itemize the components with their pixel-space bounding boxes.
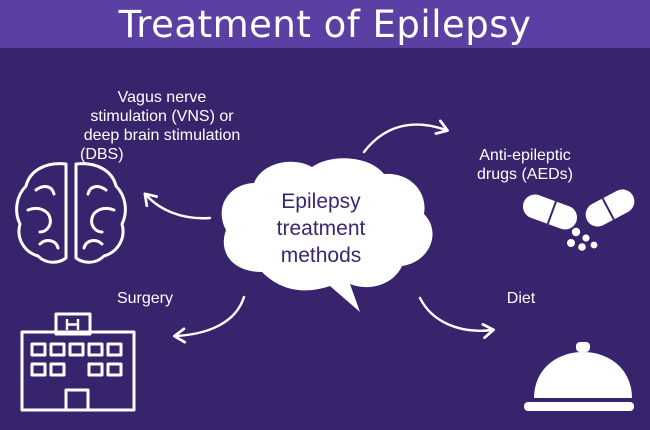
center-line: methods (280, 244, 362, 267)
aed-label: Anti-epileptic drugs (AEDs) (450, 146, 600, 184)
center-label: Epilepsy treatment methods (246, 188, 396, 269)
center-cloud (221, 158, 433, 312)
arrow-to-aed (362, 119, 449, 154)
aed-label-line: drugs (AEDs) (476, 166, 574, 183)
vns-label-line: deep brain stimulation (83, 127, 241, 144)
hospital-icon (20, 312, 136, 412)
arrow-to-surgery (172, 295, 246, 344)
cloche-icon (524, 342, 634, 411)
page-title: Treatment of Epilepsy (118, 2, 532, 46)
pills-icon (522, 189, 635, 251)
aed-label-line: Anti-epileptic (479, 147, 571, 164)
center-line: treatment (276, 217, 366, 240)
vns-label: Vagus nerve stimulation (VNS) or deep br… (62, 88, 262, 164)
vns-label-line: stimulation (VNS) or (90, 108, 234, 125)
center-line: Epilepsy (281, 190, 361, 213)
title-bar: Treatment of Epilepsy (0, 0, 650, 48)
arrow-to-diet (418, 296, 496, 340)
brain-icon (15, 162, 127, 264)
surgery-label: Surgery (116, 290, 174, 307)
diet-label: Diet (506, 290, 536, 307)
vns-label-line: Vagus nerve (117, 89, 207, 106)
vns-label-line: (DBS) (80, 146, 124, 163)
arrow-to-vns (143, 192, 212, 220)
